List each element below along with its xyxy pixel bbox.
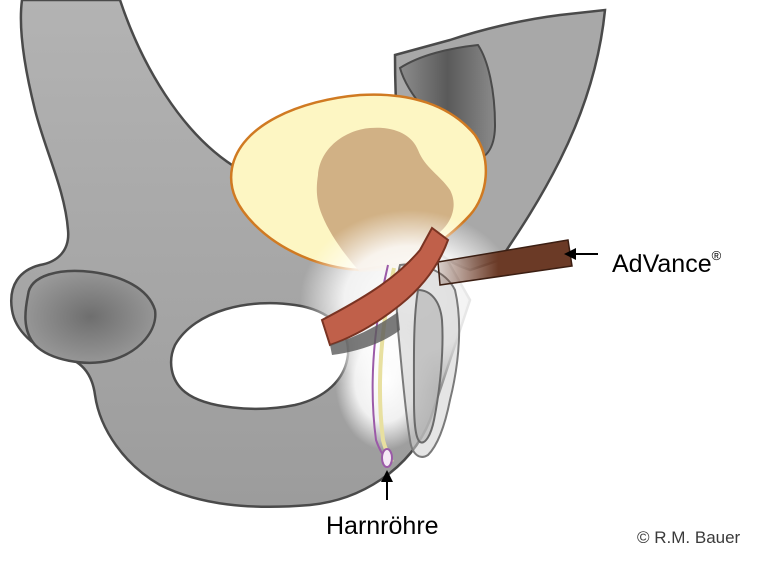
urethra-label: Harnröhre xyxy=(326,512,439,541)
registered-mark: ® xyxy=(712,248,722,263)
advance-label: AdVance® xyxy=(612,250,721,279)
copyright-notice: © R.M. Bauer xyxy=(637,528,740,548)
advance-name: AdVance xyxy=(612,250,712,278)
urethra-meatus xyxy=(382,449,392,467)
